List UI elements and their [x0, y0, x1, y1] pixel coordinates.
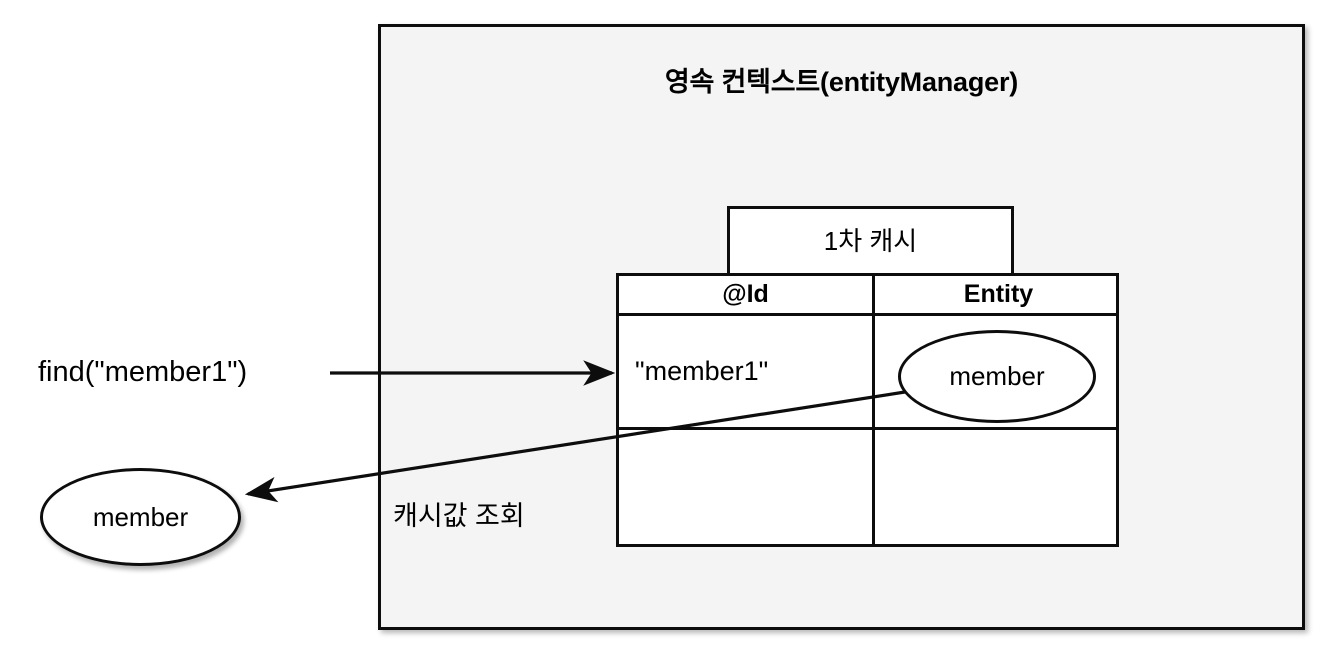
find-call-label: find("member1") — [38, 356, 248, 388]
first-level-cache-label-box: 1차 캐시 — [727, 206, 1014, 276]
table-header-divider — [619, 313, 1116, 316]
table-cell-id-row2 — [619, 430, 872, 544]
cache-lookup-label: 캐시값 조회 — [393, 501, 525, 531]
table-row: "member1" — [619, 316, 872, 427]
table-cell-entity-row2 — [875, 430, 1122, 544]
persistence-context-title: 영속 컨텍스트(entityManager) — [664, 67, 1019, 97]
first-level-cache-label: 1차 캐시 — [823, 226, 918, 256]
cached-entity-ellipse: member — [898, 330, 1096, 423]
table-cell-id-row1: "member1" — [635, 356, 769, 386]
table-header-entity: Entity — [963, 280, 1034, 308]
cached-entity-label: member — [949, 361, 1045, 391]
returned-entity-label: member — [92, 501, 189, 532]
returned-entity-ellipse: member — [40, 468, 241, 566]
table-header-id: @Id — [722, 280, 769, 308]
